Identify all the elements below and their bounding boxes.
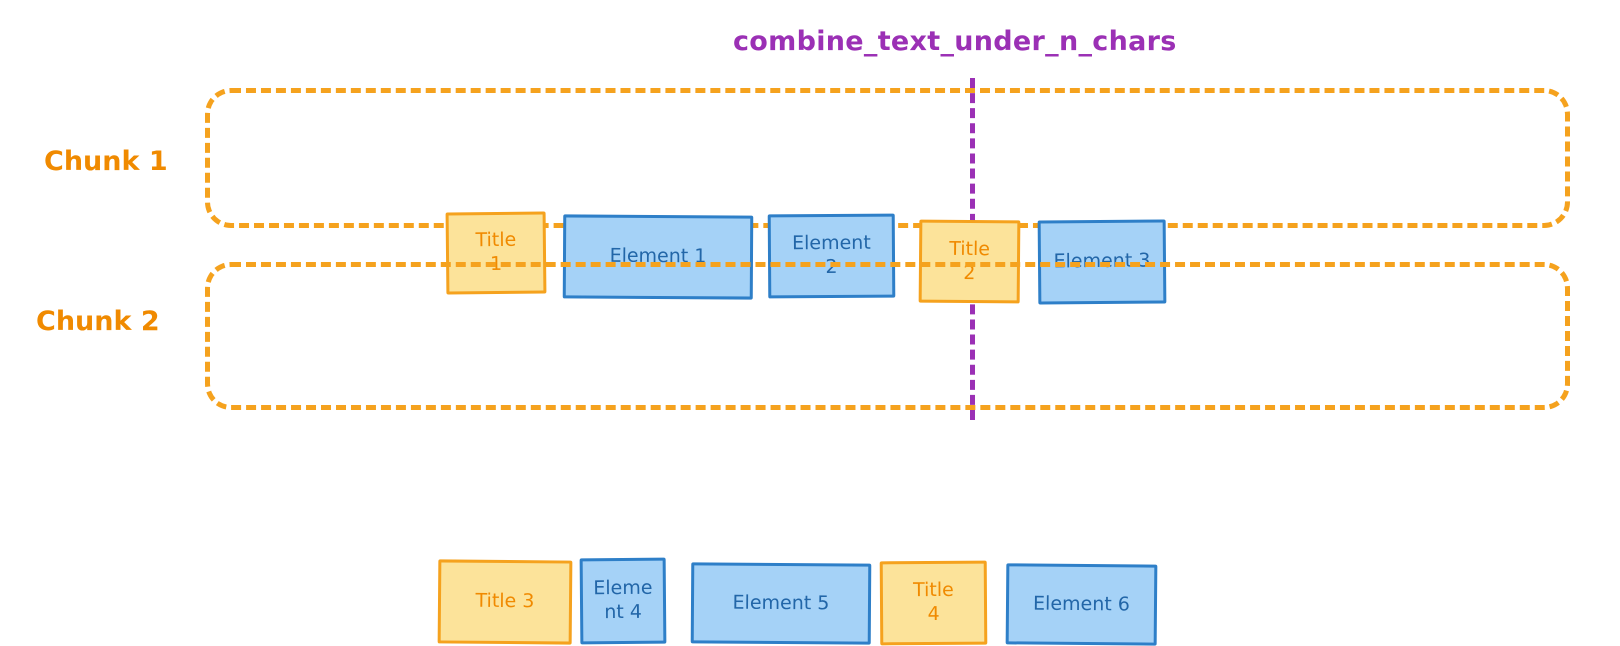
chunk-container-2: Title 3 Eleme nt 4 Element 5 Title 4 Ele… <box>205 262 1570 646</box>
node-element-6[interactable]: Element 6 <box>1005 563 1158 646</box>
chunk-label-2: Chunk 2 <box>36 306 160 337</box>
node-element-5[interactable]: Element 5 <box>690 562 872 645</box>
node-title-3[interactable]: Title 3 <box>437 559 573 645</box>
node-element-4[interactable]: Eleme nt 4 <box>579 557 667 645</box>
chunk-label-1: Chunk 1 <box>44 146 168 177</box>
node-title-4[interactable]: Title 4 <box>879 560 988 646</box>
chunk-container-1: Title 1 Element 1 Element 2 Title 2 Elem… <box>205 88 1570 305</box>
diagram-title: combine_text_under_n_chars <box>733 26 1177 57</box>
